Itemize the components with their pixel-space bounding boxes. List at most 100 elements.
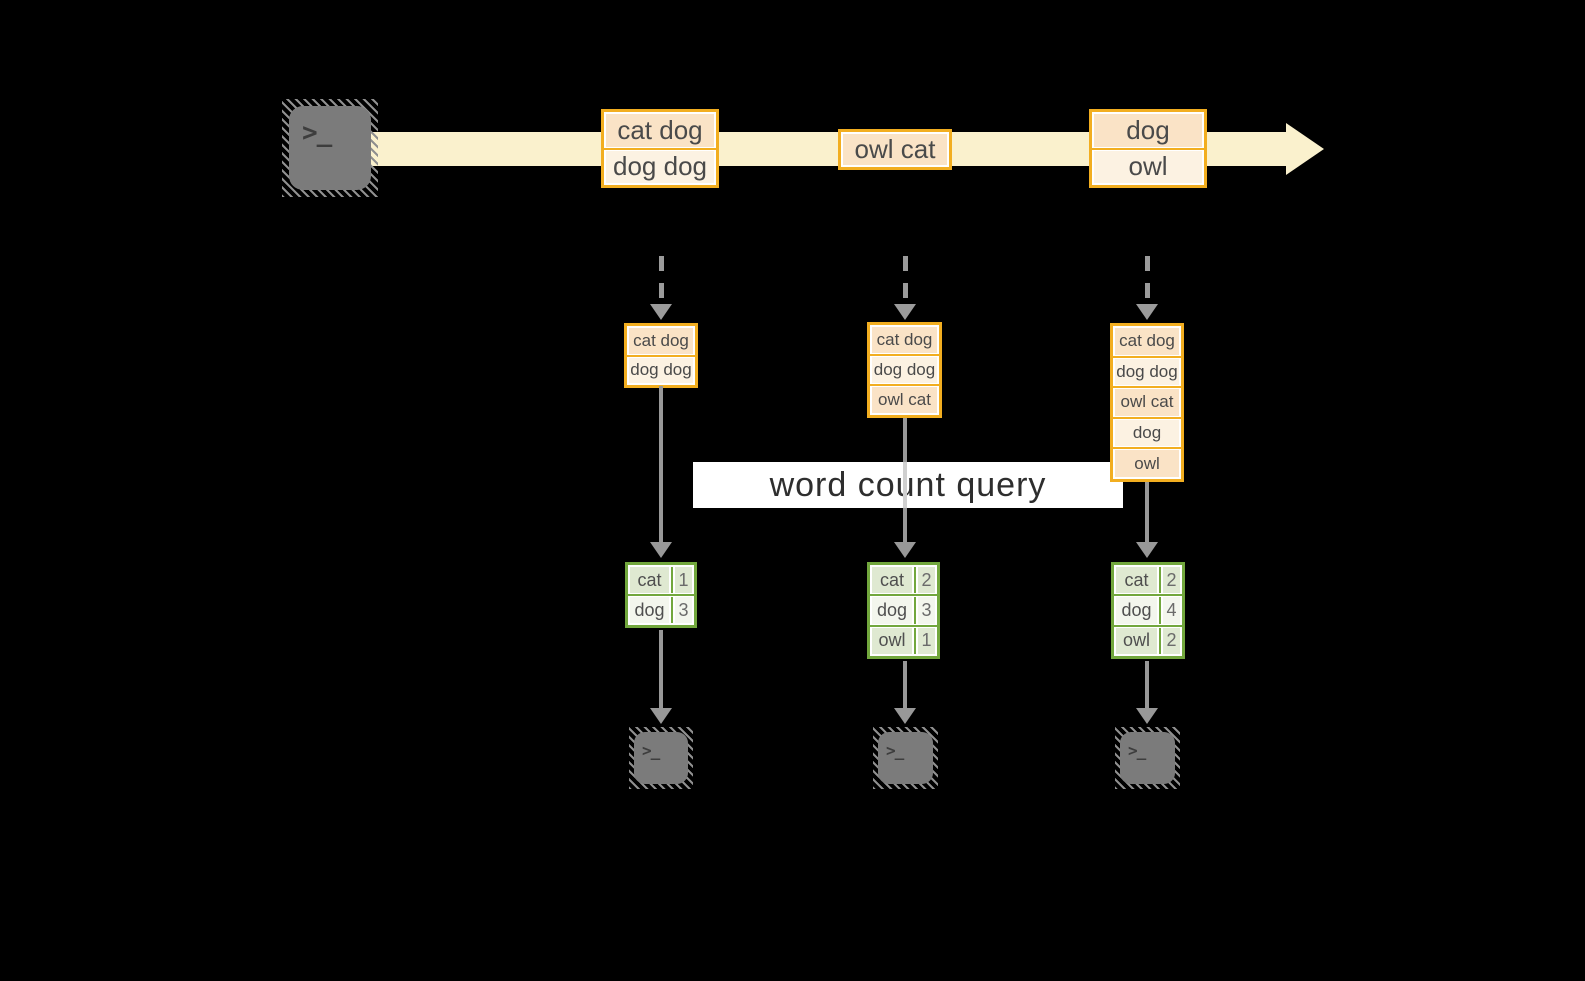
- divider: [1092, 147, 1204, 150]
- count-cell: 2: [1163, 567, 1180, 594]
- count-cell: 3: [675, 597, 692, 623]
- divider: [870, 624, 937, 627]
- connector-line: [1145, 481, 1149, 542]
- event-stack-right: cat dog dog dog owl cat dog owl: [1110, 323, 1184, 482]
- connector-line: [659, 630, 663, 708]
- connector-arrowhead-icon: [894, 542, 916, 558]
- count-cell: 2: [918, 567, 935, 594]
- query-label-bar: word count query: [693, 462, 1123, 508]
- prompt-icon: >_: [642, 741, 660, 760]
- table-row: cat 2: [1116, 567, 1180, 594]
- event-stack-left: cat dog dog dog: [624, 323, 698, 388]
- connector-line: [903, 661, 907, 708]
- event-record: owl cat: [843, 134, 947, 165]
- connector-line: [659, 386, 663, 542]
- count-cell: 1: [675, 567, 692, 593]
- divider: [870, 354, 939, 356]
- count-cell: 2: [1163, 627, 1180, 654]
- source-terminal-icon: >_: [282, 99, 378, 197]
- divider: [604, 147, 716, 150]
- sink-terminal-icon: >_: [1115, 727, 1180, 789]
- count-table-left: cat 1 dog 3: [625, 562, 697, 628]
- divider: [870, 594, 937, 597]
- divider: [1113, 386, 1181, 389]
- count-table-right: cat 2 dog 4 owl 2: [1111, 562, 1185, 659]
- event-record: cat dog: [872, 327, 937, 353]
- table-row: cat 2: [872, 567, 935, 594]
- word-cell: dog: [872, 597, 912, 624]
- table-row: owl 2: [1116, 627, 1180, 654]
- query-label: word count query: [769, 465, 1047, 504]
- event-record: owl: [1094, 150, 1202, 183]
- count-cell: 3: [918, 597, 935, 624]
- word-cell: cat: [872, 567, 912, 594]
- sink-terminal-icon: >_: [629, 727, 693, 789]
- table-row: owl 1: [872, 627, 935, 654]
- table-row: dog 3: [872, 597, 935, 624]
- table-row: cat 1: [630, 567, 692, 593]
- event-record: owl cat: [1115, 389, 1179, 416]
- event-record: owl cat: [872, 387, 937, 413]
- divider: [1159, 567, 1161, 594]
- divider: [1114, 624, 1182, 627]
- prompt-icon: >_: [886, 741, 904, 760]
- event-record: dog dog: [872, 357, 937, 383]
- sink-terminal-icon: >_: [873, 727, 938, 789]
- dashed-arrow-line: [903, 256, 908, 304]
- divider: [1113, 355, 1181, 358]
- event-record: dog: [1094, 114, 1202, 147]
- divider: [628, 594, 694, 596]
- dashed-arrowhead-icon: [894, 304, 916, 320]
- prompt-icon: >_: [302, 118, 332, 148]
- table-row: dog 4: [1116, 597, 1180, 624]
- prompt-icon: >_: [1128, 741, 1146, 760]
- event-record: cat dog: [629, 328, 693, 354]
- dashed-arrowhead-icon: [650, 304, 672, 320]
- timeline-event-card-3: dog owl: [1089, 109, 1207, 188]
- event-record: cat dog: [606, 114, 714, 147]
- divider: [914, 567, 916, 594]
- connector-arrowhead-icon: [1136, 542, 1158, 558]
- event-record: dog dog: [1115, 358, 1179, 386]
- divider: [671, 597, 673, 623]
- divider: [1159, 597, 1161, 624]
- divider: [914, 597, 916, 624]
- word-cell: cat: [1116, 567, 1157, 594]
- divider: [627, 354, 695, 357]
- connector-arrowhead-icon: [894, 708, 916, 724]
- word-cell: owl: [1116, 627, 1157, 654]
- event-record: dog dog: [629, 357, 693, 383]
- count-cell: 1: [918, 627, 935, 654]
- dashed-arrow-line: [1145, 256, 1150, 304]
- event-record: owl: [1115, 450, 1179, 477]
- timeline-event-card-2: owl cat: [838, 129, 952, 170]
- divider: [1159, 627, 1161, 654]
- dashed-arrowhead-icon: [1136, 304, 1158, 320]
- word-cell: owl: [872, 627, 912, 654]
- event-stack-middle: cat dog dog dog owl cat: [867, 322, 942, 418]
- terminal-screen: >_: [1120, 732, 1175, 784]
- terminal-screen: >_: [878, 732, 933, 784]
- divider: [1113, 447, 1181, 450]
- divider: [671, 567, 673, 593]
- count-cell: 4: [1163, 597, 1180, 624]
- divider: [1113, 416, 1181, 419]
- connector-arrowhead-icon: [1136, 708, 1158, 724]
- stream-timeline-arrowhead-icon: [1286, 123, 1324, 175]
- divider: [1114, 594, 1182, 597]
- connector-line: [1145, 661, 1149, 708]
- count-table-middle: cat 2 dog 3 owl 1: [867, 562, 940, 659]
- word-cell: cat: [630, 567, 669, 593]
- word-cell: dog: [630, 597, 669, 623]
- divider: [870, 384, 939, 386]
- table-row: dog 3: [630, 597, 692, 623]
- connector-arrowhead-icon: [650, 542, 672, 558]
- terminal-screen: >_: [289, 106, 371, 190]
- event-record: cat dog: [1115, 328, 1179, 355]
- divider: [914, 627, 916, 654]
- word-cell: dog: [1116, 597, 1157, 624]
- connector-line-over-bar: [903, 462, 907, 508]
- dashed-arrow-line: [659, 256, 664, 304]
- timeline-event-card-1: cat dog dog dog: [601, 109, 719, 188]
- event-record: dog dog: [606, 150, 714, 183]
